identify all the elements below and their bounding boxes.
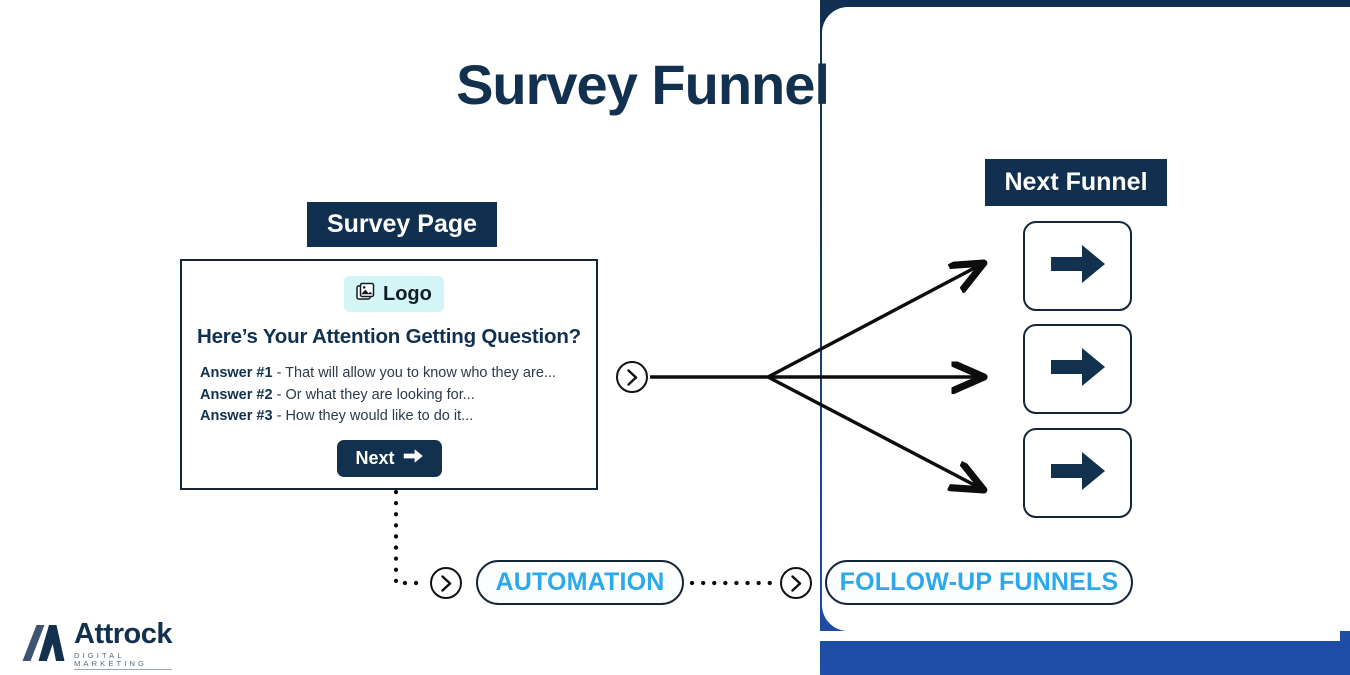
brand-logo: Attrock DIGITAL MARKETING: [22, 618, 173, 671]
logo-chip: Logo: [344, 276, 444, 312]
chevron-right-circle-icon: [616, 361, 648, 393]
arrow-right-icon: [1049, 449, 1107, 498]
answer-dash: -: [272, 408, 286, 424]
next-funnel-badge-label: Next Funnel: [1004, 168, 1148, 196]
survey-question: Here’s Your Attention Getting Question?: [197, 325, 581, 348]
funnel-card[interactable]: [1023, 428, 1132, 518]
next-button-label: Next: [355, 448, 395, 468]
next-funnel-badge: Next Funnel: [985, 159, 1167, 206]
answer-text: Or what they are looking for...: [285, 386, 475, 403]
answer-label: Answer #1: [200, 365, 273, 381]
answer-row: Answer #1 - That will allow you to know …: [200, 363, 600, 385]
survey-answers-list: Answer #1 - That will allow you to know …: [200, 363, 600, 428]
answer-label: Answer #2: [200, 386, 273, 403]
answer-dash: -: [272, 365, 286, 381]
logo-chip-label: Logo: [383, 282, 432, 305]
image-icon: [356, 282, 376, 307]
survey-page-badge: Survey Page: [307, 202, 497, 247]
next-button[interactable]: Next: [337, 440, 442, 477]
arrow-right-icon: [1049, 345, 1107, 394]
funnel-card[interactable]: [1023, 324, 1132, 414]
automation-pill[interactable]: AUTOMATION: [476, 560, 684, 605]
answer-text: How they would like to do it...: [285, 408, 474, 424]
brand-tagline: DIGITAL MARKETING: [74, 652, 172, 671]
survey-page-badge-label: Survey Page: [326, 210, 478, 238]
page-title: Survey Funnel: [456, 53, 830, 116]
answer-row: Answer #2 - Or what they are looking for…: [200, 385, 600, 407]
chevron-right-circle-icon: [430, 567, 462, 599]
automation-pill-label: AUTOMATION: [495, 568, 665, 596]
funnel-card[interactable]: [1023, 221, 1132, 311]
followup-funnels-pill[interactable]: FOLLOW-UP FUNNELS: [825, 560, 1133, 605]
decorative-bottom-gap: [640, 631, 1340, 641]
chevron-right-circle-icon: [780, 567, 812, 599]
answer-row: Answer #3 - How they would like to do it…: [200, 406, 600, 428]
answer-text: That will allow you to know who they are…: [285, 365, 556, 381]
followup-funnels-pill-label: FOLLOW-UP FUNNELS: [839, 568, 1119, 596]
arrow-right-icon: [403, 448, 424, 469]
brand-name: Attrock: [74, 618, 173, 650]
arrow-right-icon: [1049, 242, 1107, 291]
attrock-mark-icon: [22, 623, 65, 668]
answer-dash: -: [272, 386, 286, 403]
answer-label: Answer #3: [200, 408, 273, 424]
